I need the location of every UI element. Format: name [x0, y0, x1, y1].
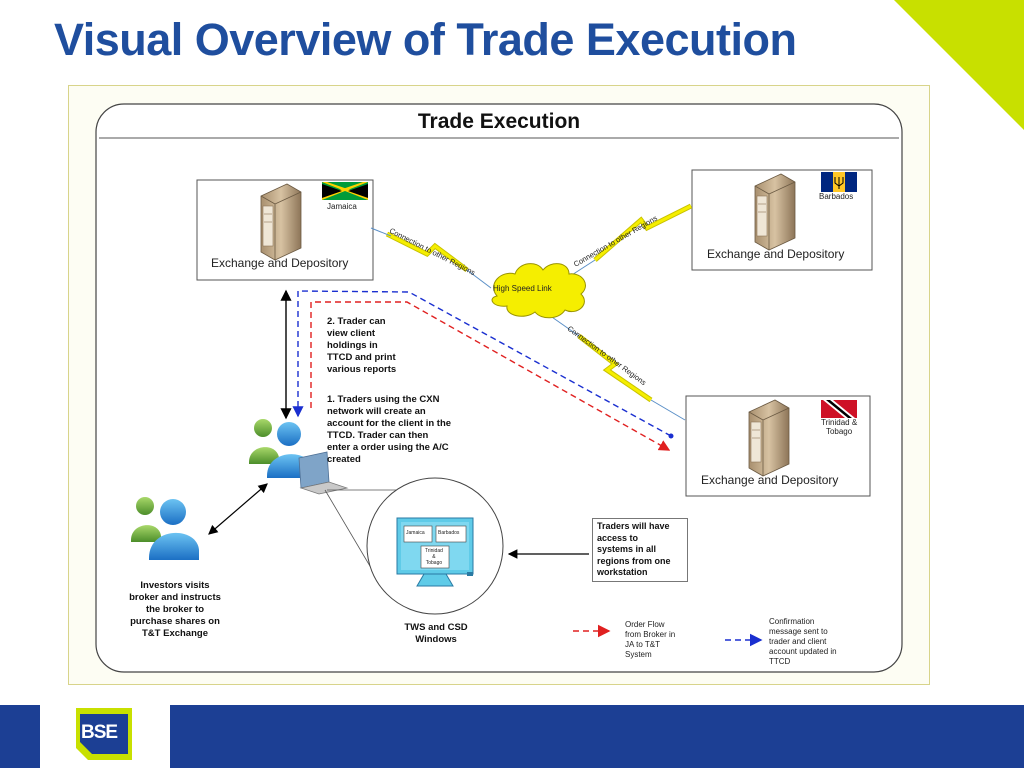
trinidad-server-icon	[748, 399, 790, 477]
lightning-jamaica-line	[370, 227, 392, 237]
bse-logo-text: BSE	[81, 722, 118, 743]
diagram-title: Trade Execution	[418, 110, 580, 133]
workstation-label: TWS and CSD Windows	[404, 622, 468, 645]
barbados-flag-label: Barbados	[819, 192, 854, 201]
barbados-exchange-label: Exchange and Depository	[707, 247, 845, 261]
trinidad-flag	[821, 400, 857, 418]
laptop-icon	[298, 451, 349, 495]
note-trader-view-holdings: 2. Trader can view client holdings in TT…	[327, 316, 397, 375]
barbados-server-icon	[754, 173, 796, 251]
ws-window-barbados: Barbados	[438, 530, 460, 536]
diagram-frame: Trade Execution Exchange and Depository …	[68, 85, 930, 685]
legend-confirmation: Confirmation message sent to trader and …	[769, 617, 837, 666]
slide-title: Visual Overview of Trade Execution	[54, 14, 797, 65]
footer-band	[0, 705, 1024, 768]
jamaica-exchange-label: Exchange and Depository	[211, 256, 349, 270]
note-trader-create-account: 1. Traders using the CXN network will cr…	[327, 394, 452, 465]
bse-logo	[74, 706, 134, 762]
ws-window-jamaica: Jamaica	[406, 530, 425, 536]
corner-accent-triangle	[894, 0, 1024, 130]
trade-execution-diagram: Trade Execution	[95, 103, 903, 673]
jamaica-server-icon	[260, 183, 302, 261]
cloud-label: High Speed Link	[493, 284, 552, 293]
trinidad-flag-label: Trinidad & Tobago	[821, 418, 858, 436]
ws-window-trinidad: Trinidad & Tobago	[425, 548, 443, 566]
barbados-flag	[821, 172, 857, 192]
trinidad-exchange-label: Exchange and Depository	[701, 473, 839, 487]
workstation-monitor	[396, 517, 474, 587]
note-traders-access: Traders will have access to systems in a…	[592, 518, 688, 582]
high-speed-link-cloud	[491, 263, 586, 319]
jamaica-flag-label: Jamaica	[327, 202, 357, 211]
confirmation-flow-line	[292, 290, 672, 437]
note-investor: Investors visits broker and instructs th…	[129, 580, 221, 639]
jamaica-flag	[322, 182, 368, 200]
legend-order-flow: Order Flow from Broker in JA to T&T Syst…	[625, 620, 676, 659]
lightning-jamaica	[385, 231, 492, 289]
investor-trader-arrow	[208, 483, 268, 535]
investor-person-icon	[131, 497, 199, 560]
order-flow-line	[310, 301, 671, 451]
